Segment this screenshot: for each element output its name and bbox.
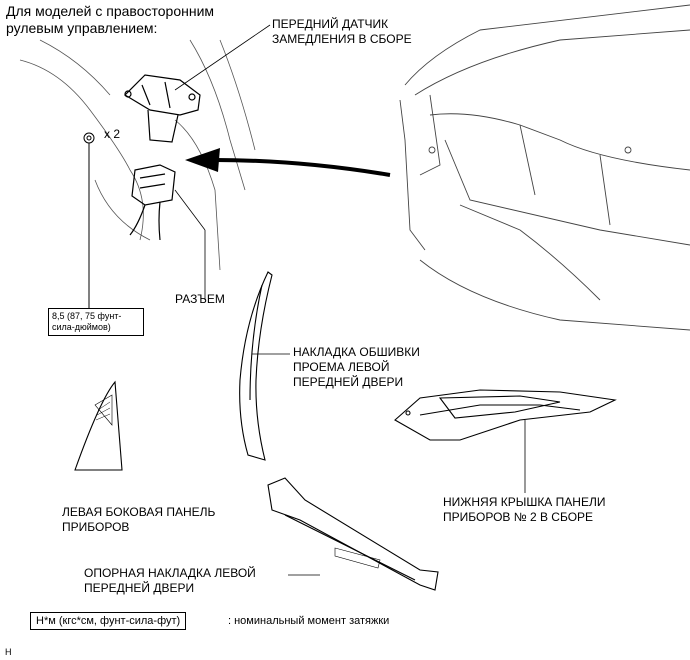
side-panel-label: ЛЕВАЯ БОКОВАЯ ПАНЕЛЬ ПРИБОРОВ xyxy=(62,505,216,534)
deceleration-sensor-drawing xyxy=(124,74,201,143)
connector-drawing xyxy=(129,164,176,241)
quantity-label: x 2 xyxy=(104,127,121,141)
leader-lines xyxy=(174,24,526,576)
lower-cover-label: НИЖНЯЯ КРЫШКА ПАНЕЛИ ПРИБОРОВ № 2 В СБОР… xyxy=(443,495,606,524)
door-opening-trim-drawing xyxy=(239,271,273,461)
dashboard-outline-left xyxy=(19,39,256,271)
side-panel-drawing xyxy=(74,380,123,471)
scuff-plate-drawing xyxy=(267,477,439,591)
scuff-plate-label: ОПОРНАЯ НАКЛАДКА ЛЕВОЙ ПЕРЕДНЕЙ ДВЕРИ xyxy=(84,566,256,595)
front-sensor-label: ПЕРЕДНИЙ ДАТЧИК ЗАМЕДЛЕНИЯ В СБОРЕ xyxy=(272,17,412,46)
legend-unit-box: Н*м (кгс*см, фунт-сила-фут) xyxy=(30,612,187,630)
legend-description: : номинальный момент затяжки xyxy=(228,615,390,627)
torque-value-box: 8,5 (87, 75 фунт- сила-дюймов) xyxy=(48,308,144,336)
figure-code: H xyxy=(5,647,12,657)
door-opening-trim-label: НАКЛАДКА ОБШИВКИ ПРОЕМА ЛЕВОЙ ПЕРЕДНЕЙ Д… xyxy=(293,345,420,389)
car-interior-outline xyxy=(399,4,690,331)
direction-arrow xyxy=(185,148,391,177)
bolt-drawing xyxy=(83,132,95,308)
page-heading: Для моделей с правосторонним рулевым упр… xyxy=(6,3,215,36)
lower-cover-drawing xyxy=(394,389,617,441)
connector-label: РАЗЪЕМ xyxy=(175,292,225,306)
